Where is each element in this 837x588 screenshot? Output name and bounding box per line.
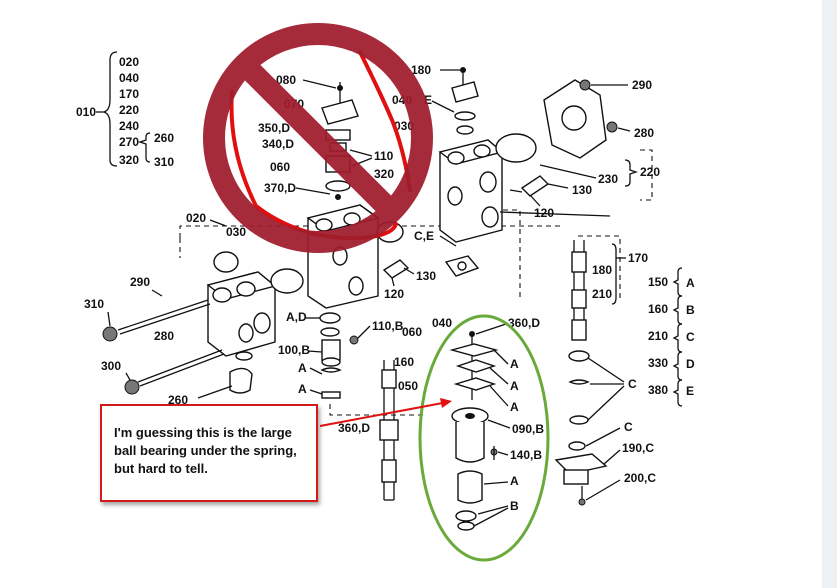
center-spool-stack: [319, 312, 359, 399]
label-350d: 350,D: [258, 121, 290, 135]
label-060-mid: 060: [402, 325, 422, 339]
legend-codes: 150 A 160 B 210 C 330 D 380 E: [648, 267, 695, 407]
legend-code-160: 160: [648, 302, 668, 316]
red-highlight-scribble: [229, 50, 412, 241]
green-highlight-ellipse: [418, 314, 550, 562]
label-ce: C,E: [414, 229, 434, 243]
legend-letter-e: E: [686, 384, 694, 398]
label-240: 240: [119, 119, 139, 133]
label-c1: C: [628, 377, 637, 391]
label-280-top: 280: [634, 126, 654, 140]
legend-code-210: 210: [648, 329, 668, 343]
label-a5: A: [510, 400, 519, 414]
callout-arrow: [319, 398, 452, 427]
label-110b: 110,B: [372, 319, 404, 333]
label-300: 300: [101, 359, 121, 373]
label-020: 020: [119, 55, 139, 69]
bracket-170: [611, 243, 617, 305]
label-040: 040: [119, 71, 139, 85]
label-020: 020: [186, 211, 206, 225]
label-a3: A: [510, 357, 519, 371]
label-a2: A: [298, 382, 307, 396]
label-b: B: [510, 499, 519, 513]
label-ad: A,D: [286, 310, 307, 324]
label-290: 290: [130, 275, 150, 289]
label-e-top: E: [424, 93, 432, 107]
label-360d-low: 360,D: [338, 421, 370, 435]
legend-code-150: 150: [648, 275, 668, 289]
label-190c: 190,C: [622, 441, 654, 455]
label-370d: 370,D: [264, 181, 296, 195]
label-320-top: 320: [374, 167, 394, 181]
label-220: 220: [119, 103, 139, 117]
label-180-top: 180: [411, 63, 431, 77]
page-edge-strip: [822, 0, 837, 588]
label-030-top: 030: [394, 119, 414, 133]
label-170: 170: [119, 87, 139, 101]
label-290-top: 290: [632, 78, 652, 92]
label-a4: A: [510, 379, 519, 393]
label-090b: 090,B: [512, 422, 544, 436]
label-310: 310: [154, 155, 174, 169]
label-310: 310: [84, 297, 104, 311]
label-c2: C: [624, 420, 633, 434]
prohibition-icon: [203, 23, 433, 253]
right-spool: [554, 240, 608, 506]
label-050: 050: [398, 379, 418, 393]
annotation-callout: I'm guessing this is the large ball bear…: [100, 404, 318, 502]
label-280: 280: [154, 329, 174, 343]
valve-body-left: [206, 251, 304, 357]
label-230: 230: [598, 172, 618, 186]
label-260: 260: [168, 393, 188, 407]
highlighted-stack-parts: [449, 331, 499, 531]
legend-letter-a: A: [686, 276, 695, 290]
label-170: 170: [628, 251, 648, 265]
label-010: 010: [76, 105, 96, 119]
label-270: 270: [119, 135, 139, 149]
legend-code-330: 330: [648, 356, 668, 370]
legend-letter-c: C: [686, 330, 695, 344]
label-140b: 140,B: [510, 448, 542, 462]
label-160-mid: 160: [394, 355, 414, 369]
end-cover-top-right: [543, 79, 631, 159]
label-320: 320: [119, 153, 139, 167]
label-030: 030: [226, 225, 246, 239]
label-260: 260: [154, 131, 174, 145]
annotation-text: I'm guessing this is the large ball bear…: [114, 425, 297, 476]
label-060-top: 060: [270, 160, 290, 174]
label-a6: A: [510, 474, 519, 488]
bracket-220: [624, 159, 639, 187]
upper-middle-column: [440, 67, 479, 135]
label-360d: 360,D: [508, 316, 540, 330]
label-110-top: 110: [374, 149, 394, 163]
assembly-dashed-outlines: [179, 149, 653, 416]
label-080: 080: [276, 73, 296, 87]
label-340d: 340,D: [262, 137, 294, 151]
label-100b: 100,B: [278, 343, 310, 357]
label-130-a: 130: [572, 183, 592, 197]
label-120-b: 120: [384, 287, 404, 301]
legend-letter-d: D: [686, 357, 695, 371]
long-spool: [379, 360, 399, 501]
label-180-v: 180: [592, 263, 612, 277]
legend-code-380: 380: [648, 383, 668, 397]
label-130-b: 130: [416, 269, 436, 283]
label-210-v: 210: [592, 287, 612, 301]
legend-letter-b: B: [686, 303, 695, 317]
group-010-bracket: [96, 51, 151, 167]
gasket-and-fittings: [382, 133, 569, 279]
label-040: 040: [432, 316, 452, 330]
left-shafts: [102, 299, 253, 395]
label-220: 220: [640, 165, 660, 179]
label-200c: 200,C: [624, 471, 656, 485]
label-a1: A: [298, 361, 307, 375]
